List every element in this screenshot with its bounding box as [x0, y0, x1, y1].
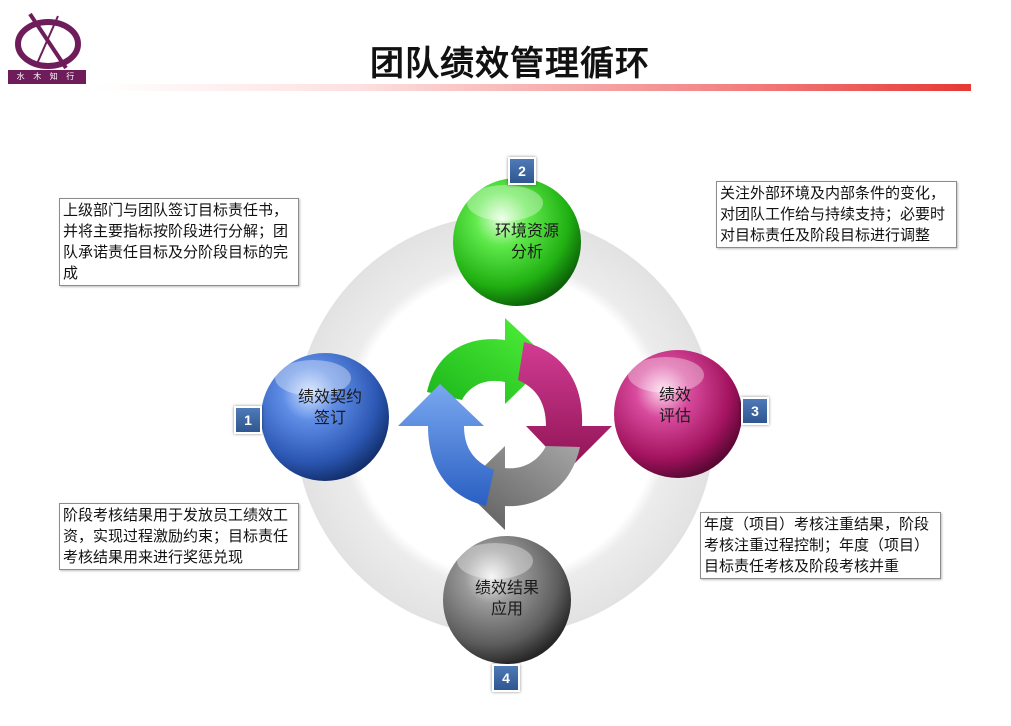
step-3-label: 绩效 评估 — [620, 384, 730, 426]
logo-text: 水 木 知 行 — [8, 70, 86, 84]
step-1-label: 绩效契约 签订 — [275, 386, 385, 428]
title-underline — [95, 84, 971, 91]
logo — [8, 10, 88, 84]
step-3-label-line1: 绩效 评估 — [658, 385, 691, 425]
note-step-1: 上级部门与团队签订目标责任书，并将主要指标按阶段进行分解；团队承诺责任目标及分阶… — [59, 198, 299, 286]
step-1-badge: 1 — [234, 406, 262, 434]
step-4-label: 绩效结果 应用 — [452, 577, 562, 619]
logo-mark-icon — [15, 12, 81, 70]
step-2-label-line1: 环境资源 分析 — [494, 221, 559, 261]
sphere-2 — [453, 178, 581, 306]
note-step-2: 关注外部环境及内部条件的变化，对团队工作给与持续支持；必要时对目标责任及阶段目标… — [716, 181, 957, 248]
note-step-3: 年度（项目）考核注重结果，阶段考核注重过程控制；年度（项目）目标责任考核及阶段考… — [700, 512, 941, 579]
arrow-magenta — [518, 342, 612, 470]
step-4-label-line1: 绩效结果 应用 — [474, 578, 539, 618]
arrow-gray — [462, 446, 580, 530]
background-ring — [295, 215, 715, 635]
arrow-green — [427, 318, 550, 404]
step-1-label-line1: 绩效契约 签订 — [297, 387, 362, 427]
note-step-4: 阶段考核结果用于发放员工绩效工资，实现过程激励约束；目标责任考核结果用来进行奖惩… — [59, 503, 299, 570]
sphere-3 — [614, 350, 742, 478]
step-2-label: 环境资源 分析 — [467, 220, 587, 262]
sphere-1 — [261, 353, 389, 481]
page-title: 团队绩效管理循环 — [370, 44, 650, 84]
step-3-badge: 3 — [741, 397, 769, 425]
step-4-badge: 4 — [492, 664, 520, 692]
cycle-arrows-icon — [398, 318, 612, 530]
step-2-badge: 2 — [508, 157, 536, 185]
arrow-blue — [398, 384, 494, 506]
sphere-4 — [443, 536, 571, 664]
